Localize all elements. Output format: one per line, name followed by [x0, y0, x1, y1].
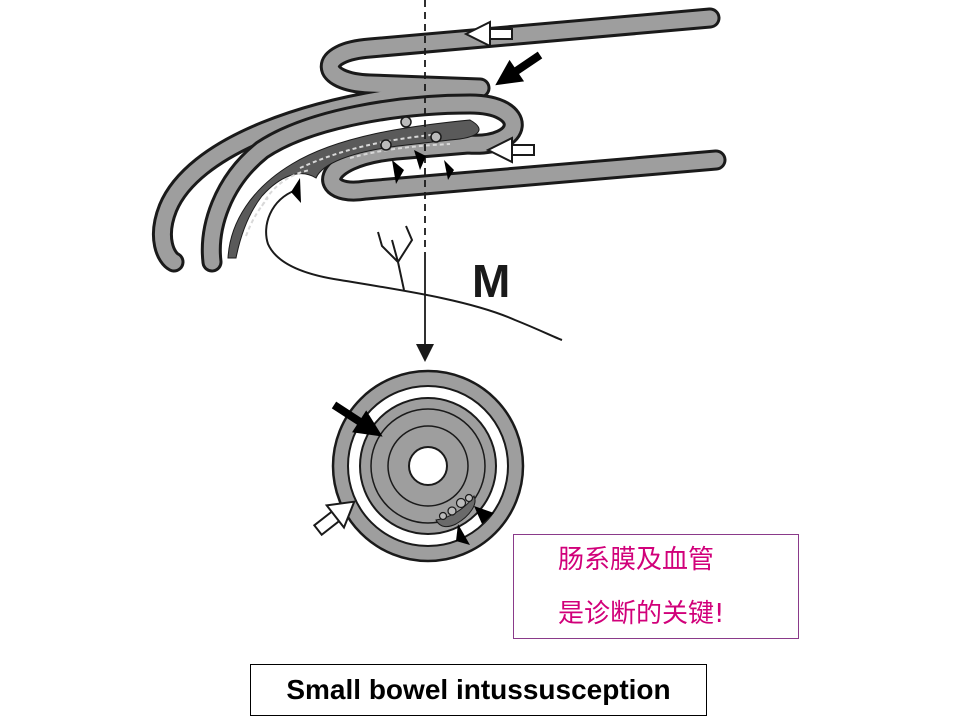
- black-arrow-icon: [331, 401, 383, 437]
- vessel: [464, 493, 474, 503]
- annotation-line-1: 肠系膜及血管: [558, 545, 715, 575]
- vessel: [380, 139, 392, 151]
- mesentery-outline: [265, 189, 563, 341]
- arrowhead-icon: [291, 178, 301, 203]
- mesenteric-fat-mottle: [245, 133, 451, 237]
- mesenteric-fat: [227, 119, 480, 259]
- mesenteric-vessel-branches: [377, 225, 414, 291]
- black-arrow-icon: [495, 51, 543, 86]
- arrowhead-icon: [474, 506, 494, 524]
- down-arrow-head: [416, 344, 434, 362]
- caption-box: Small bowel intussusception: [250, 664, 707, 716]
- annotation-line-2: 是诊断的关键!: [558, 599, 725, 629]
- vessel: [400, 116, 412, 128]
- vessel: [447, 506, 457, 516]
- cross-section-lumen: [408, 446, 448, 486]
- arrowhead-icon: [392, 160, 404, 184]
- vessel: [430, 131, 442, 143]
- inner-bowel-wall: [203, 96, 724, 270]
- arrowhead-icon: [444, 160, 454, 180]
- m-label: M: [472, 255, 510, 307]
- vessel: [455, 497, 467, 509]
- caption: Small bowel intussusception: [286, 674, 671, 705]
- arrowhead-icon: [456, 524, 470, 545]
- hollow-arrow-icon: [312, 500, 356, 537]
- hollow-arrow-icon: [485, 136, 535, 164]
- annotation-box: 肠系膜及血管 是诊断的关键!: [513, 534, 799, 639]
- vessel: [438, 511, 448, 521]
- outer-bowel-wall: [155, 10, 718, 270]
- arrowhead-icon: [414, 150, 426, 170]
- hollow-arrow-icon: [463, 20, 513, 48]
